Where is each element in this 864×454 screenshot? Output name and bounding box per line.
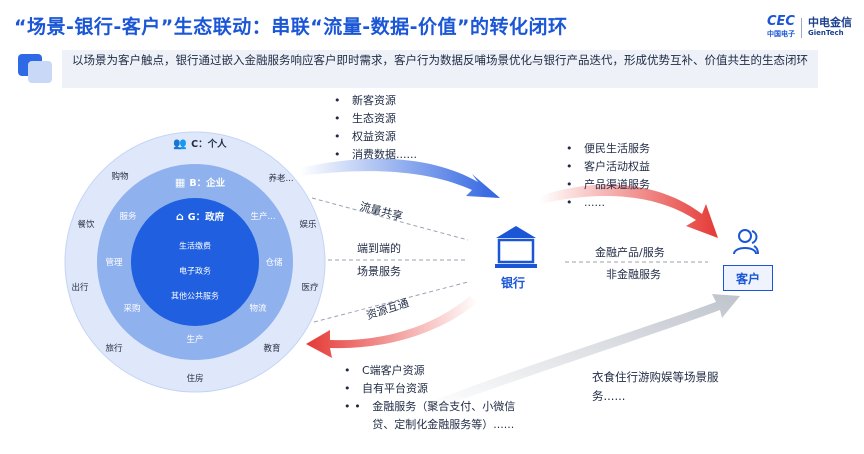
list-item: C端客户资源: [344, 362, 534, 380]
link-label-financial: 金融产品/服务: [595, 246, 665, 259]
ring-government: [131, 198, 259, 326]
people-icon: 👥: [173, 136, 188, 150]
flow-label-e2e-2: 场景服务: [357, 265, 401, 278]
ring-g-item: 其他公共服务: [171, 291, 219, 301]
bottom-resource-list: C端客户资源 自有平台资源 •金融服务（聚合支付、小微信贷、定制化金融服务等）.…: [344, 362, 534, 434]
red-arrow-right: [540, 184, 718, 238]
building-icon: ▦: [174, 175, 186, 189]
red-arrow-left: [306, 296, 478, 358]
ring-c-item: 娱乐: [299, 220, 317, 230]
ring-c-item: 住房: [186, 374, 204, 384]
ring-c-item: 购物: [111, 172, 129, 182]
logo-divider: [801, 18, 802, 38]
blue-arrow: [300, 158, 500, 198]
list-item: 权益资源: [334, 128, 417, 146]
page-title: “场景-银行-客户”生态联动：串联“流量-数据-价值”的转化闭环: [14, 16, 568, 38]
list-item: 消费数据......: [334, 146, 417, 164]
ring-head-government: ⌂G：政府: [175, 209, 225, 224]
link-label-nonfinancial: 非金融服务: [606, 268, 661, 281]
list-item: 新客资源: [334, 92, 417, 110]
ring-c-item: 出行: [71, 283, 89, 293]
right-service-list: 便民生活服务 客户活动权益 产品渠道服务 ......: [566, 140, 650, 212]
ring-b-item: 生产: [186, 335, 204, 345]
ring-c-item: 旅行: [105, 344, 123, 354]
list-item: 产品渠道服务: [566, 176, 650, 194]
ring-b-item: 管理: [105, 258, 123, 268]
ring-c-item: 餐饮: [77, 220, 95, 230]
scene-services-text: 衣食住行游购娱等场景服务......: [592, 370, 719, 403]
list-item: 自有平台资源: [344, 380, 534, 398]
ring-c-item: 教育: [263, 344, 281, 354]
list-item: ......: [566, 194, 650, 212]
list-item: 客户活动权益: [566, 158, 650, 176]
government-icon: ⌂: [175, 209, 184, 223]
bank-icon: [495, 226, 537, 268]
list-item: •金融服务（聚合支付、小微信贷、定制化金融服务等）......: [344, 398, 534, 434]
dashed-link-low: [313, 281, 469, 323]
ring-b-item: 仓储: [265, 258, 283, 268]
top-resource-list: 新客资源 生态资源 权益资源 消费数据......: [334, 92, 417, 164]
list-item: 生态资源: [334, 110, 417, 128]
customer-node: 客户: [723, 265, 773, 291]
ring-c-item: 养老...: [268, 174, 294, 184]
dashed-link-top: [311, 197, 469, 241]
bank-label: 银行: [501, 276, 526, 290]
ring-b-item: 服务: [119, 212, 137, 222]
intro-text: 以场景为客户触点，银行通过嵌入金融服务响应客户即时需求，客户行为数据反哺场景优化…: [62, 50, 818, 88]
ring-b-item: 生产...: [250, 212, 276, 222]
ring-g-item: 生活缴费: [179, 241, 211, 251]
list-item-text: 金融服务（聚合支付、小微信贷、定制化金融服务等）......: [372, 400, 516, 431]
ring-b-item: 采购: [123, 304, 141, 314]
ring-c-item: 医疗: [301, 283, 319, 293]
list-item: 便民生活服务: [566, 140, 650, 158]
ring-g-item: 电子政务: [179, 266, 211, 276]
ring-head-enterprise: ▦B：企业: [174, 175, 226, 190]
flow-label-e2e-1: 端到端的: [357, 242, 401, 255]
person-icon: [733, 229, 759, 255]
layers-icon: [18, 54, 52, 83]
ring-head-personal: 👥C：个人: [173, 136, 227, 151]
ring-b-item: 物流: [249, 304, 267, 314]
